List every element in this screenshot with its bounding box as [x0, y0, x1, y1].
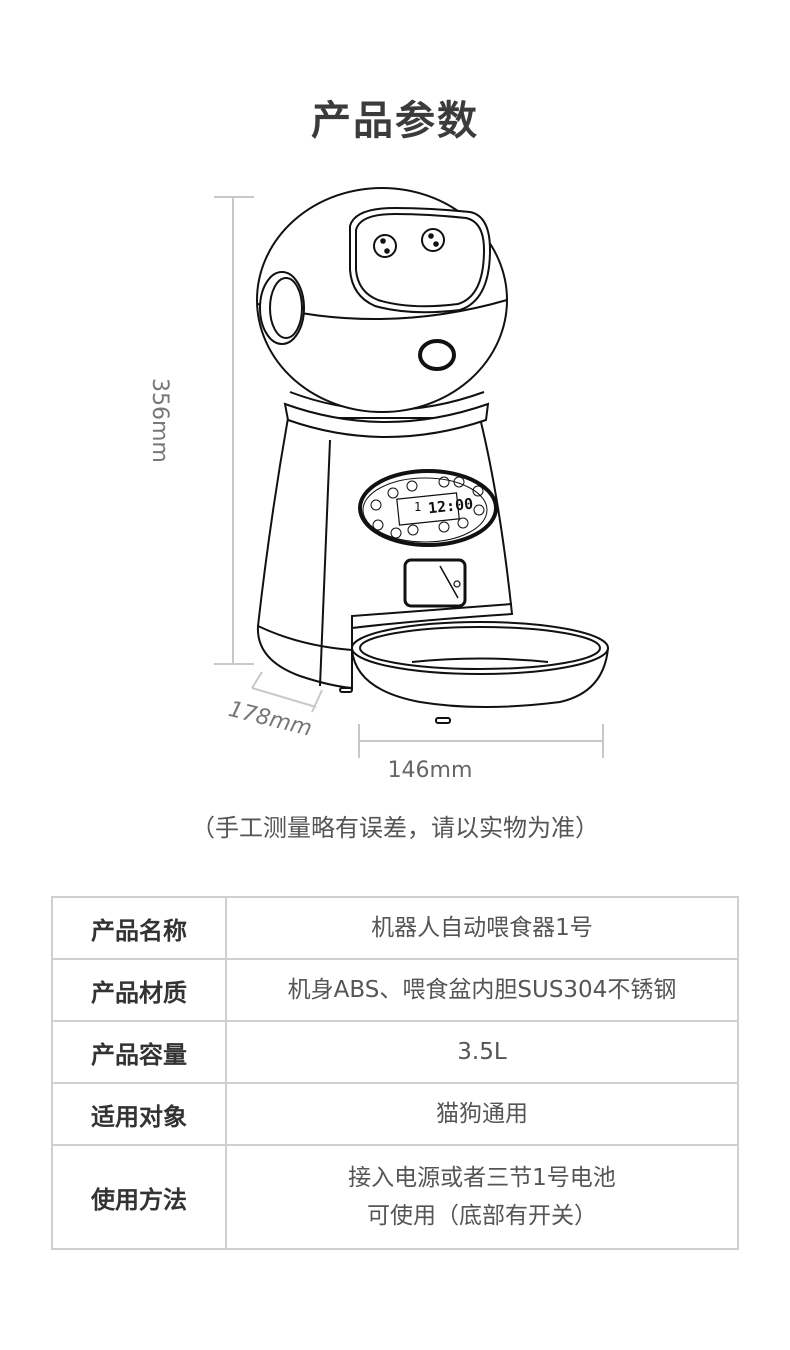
measurement-note: （手工测量略有误差，请以实物为准）	[191, 814, 599, 842]
table-row: 适用对象 猫狗通用	[51, 1082, 739, 1146]
feeder-body	[256, 187, 609, 724]
spec-value: 机器人自动喂食器1号	[225, 896, 739, 960]
spec-table: 产品名称 机器人自动喂食器1号 产品材质 机身ABS、喂食盆内胆SUS304不锈…	[51, 896, 739, 1250]
height-dimension-line	[214, 196, 254, 665]
depth-dimension-line	[251, 671, 323, 713]
height-dimension-label: 356mm	[147, 378, 172, 463]
product-diagram	[214, 187, 609, 758]
table-row: 产品容量 3.5L	[51, 1020, 739, 1084]
spec-value: 机身ABS、喂食盆内胆SUS304不锈钢	[225, 958, 739, 1022]
spec-value-line: 接入电源或者三节1号电池	[348, 1165, 616, 1191]
spec-value: 接入电源或者三节1号电池 可使用（底部有开关）	[225, 1144, 739, 1250]
table-row: 产品材质 机身ABS、喂食盆内胆SUS304不锈钢	[51, 958, 739, 1022]
lcd-meal-number: 1	[414, 500, 422, 514]
page-title: 产品参数	[311, 98, 479, 144]
spec-label: 产品名称	[51, 896, 227, 960]
table-row: 产品名称 机器人自动喂食器1号	[51, 896, 739, 960]
width-dimension-line	[358, 724, 604, 758]
spec-label: 适用对象	[51, 1082, 227, 1146]
spec-label: 使用方法	[51, 1144, 227, 1250]
width-dimension-label: 146mm	[387, 758, 473, 783]
spec-value: 3.5L	[225, 1020, 739, 1084]
spec-value: 猫狗通用	[225, 1082, 739, 1146]
spec-label: 产品材质	[51, 958, 227, 1022]
spec-value-line: 可使用（底部有开关）	[367, 1203, 597, 1229]
spec-label: 产品容量	[51, 1020, 227, 1084]
table-row: 使用方法 接入电源或者三节1号电池 可使用（底部有开关）	[51, 1144, 739, 1250]
